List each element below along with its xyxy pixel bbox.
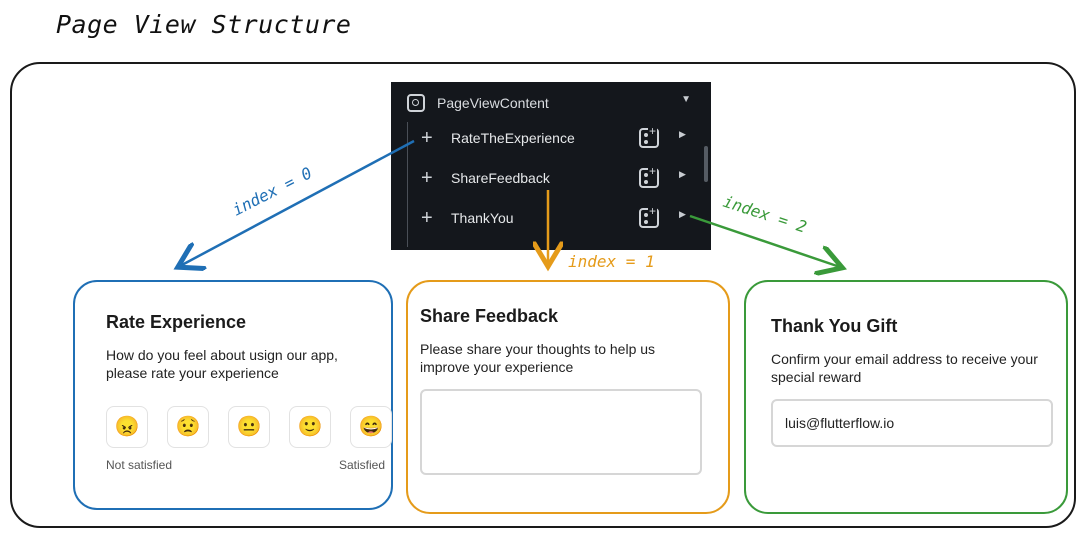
card-title: Share Feedback (420, 306, 559, 326)
rating-high-label: Satisfied (338, 458, 385, 472)
card-description: Please share your thoughts to help us im… (420, 341, 656, 375)
email-field[interactable]: luis@flutterflow.io (771, 399, 1053, 447)
rating-row: 😠 😟 😐 🙂 😄 (106, 406, 392, 448)
tree-root-label: PageViewContent (437, 95, 549, 111)
chevron-right-icon[interactable]: ▶ (679, 209, 686, 219)
rating-button-1[interactable]: 😠 (106, 406, 148, 448)
arrow-index-0 (180, 139, 415, 266)
chevron-right-icon[interactable]: ▶ (679, 129, 686, 139)
tree-root[interactable]: PageViewContent (407, 88, 549, 118)
grin-face-icon: 😄 (358, 416, 384, 438)
feedback-textarea[interactable] (420, 389, 702, 475)
image-icon (407, 94, 425, 112)
chevron-down-icon[interactable]: ▼ (681, 94, 691, 105)
rating-button-2[interactable]: 😟 (167, 406, 209, 448)
scrollbar[interactable] (704, 146, 708, 182)
index-1-label: index = 1 (568, 252, 655, 271)
tree-item-share-feedback[interactable]: + ShareFeedback ▶ (421, 163, 691, 193)
smile-face-icon: 🙂 (297, 416, 323, 438)
tree-item-label: ThankYou (451, 210, 514, 226)
tree-item-label: ShareFeedback (451, 170, 550, 186)
tree-item-thank-you[interactable]: + ThankYou ▶ (421, 203, 691, 233)
chevron-right-icon[interactable]: ▶ (679, 169, 686, 179)
angry-face-icon: 😠 (114, 416, 140, 438)
add-slot-icon[interactable] (639, 124, 659, 148)
tree-connector (407, 122, 408, 247)
card-share-feedback: Share Feedback Please share your thought… (406, 280, 730, 514)
rating-low-label: Not satisfied (106, 458, 173, 472)
page-title: Page View Structure (56, 10, 352, 39)
card-description: How do you feel about usign our app, ple… (106, 347, 338, 381)
card-title: Rate Experience (106, 312, 247, 332)
card-title: Thank You Gift (771, 316, 898, 336)
card-rate-experience: Rate Experience How do you feel about us… (73, 280, 393, 510)
card-description: Confirm your email address to receive yo… (771, 351, 1038, 385)
rating-button-4[interactable]: 🙂 (289, 406, 331, 448)
add-icon: + (421, 207, 433, 229)
outer-frame (10, 62, 1076, 528)
tree-item-rate-the-experience[interactable]: + RateTheExperience ▶ (421, 123, 691, 153)
tree-item-label: RateTheExperience (451, 130, 575, 146)
add-icon: + (421, 127, 433, 149)
neutral-face-icon: 😐 (236, 416, 262, 438)
rating-button-3[interactable]: 😐 (228, 406, 270, 448)
arrow-index-2 (689, 214, 840, 267)
index-0-label: index = 0 (229, 163, 315, 219)
add-icon: + (421, 167, 433, 189)
widget-tree-panel: PageViewContent ▼ + RateTheExperience ▶ … (391, 82, 711, 250)
card-thank-you-gift: Thank You Gift Confirm your email addres… (744, 280, 1068, 514)
rating-button-5[interactable]: 😄 (350, 406, 392, 448)
add-slot-icon[interactable] (639, 164, 659, 188)
worried-face-icon: 😟 (175, 416, 201, 438)
add-slot-icon[interactable] (639, 204, 659, 228)
